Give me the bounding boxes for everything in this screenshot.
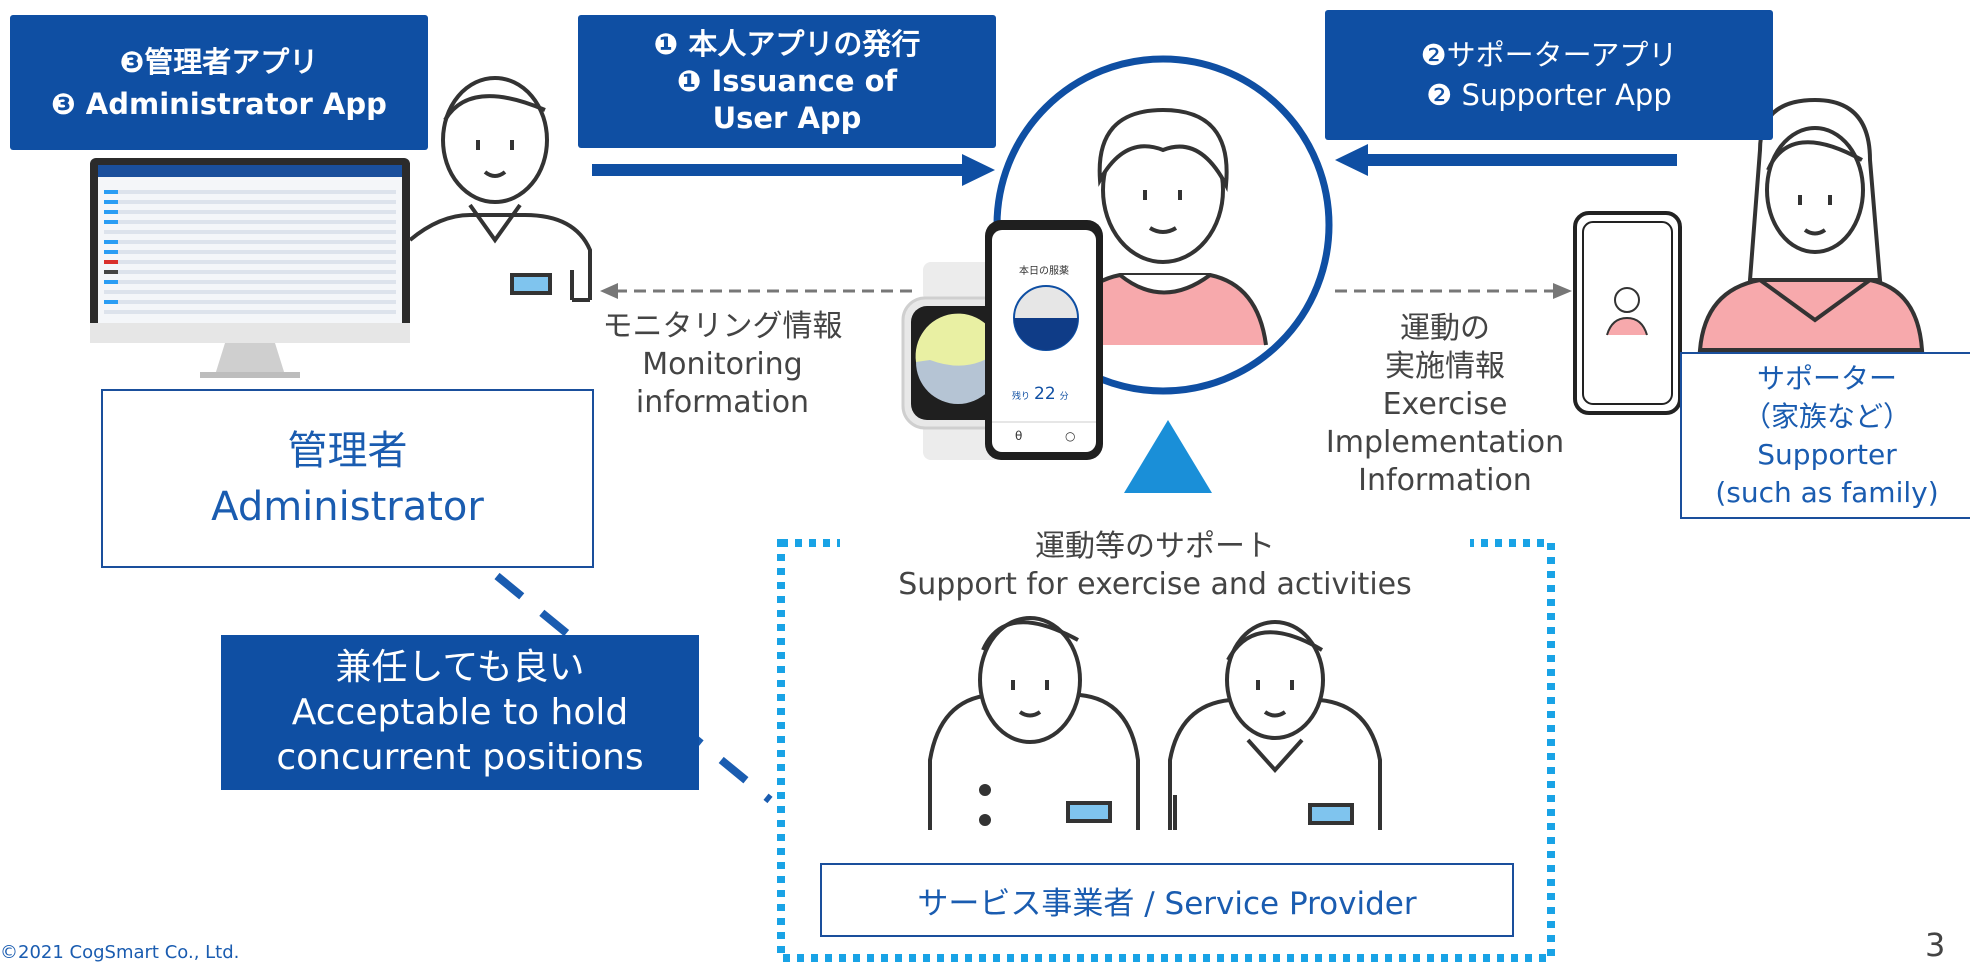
support-en: Support for exercise and activities xyxy=(898,567,1412,602)
supporter-family-ja: （家族など） xyxy=(1742,399,1911,433)
supporter-arrow xyxy=(1335,144,1677,176)
monitoring-dashed-arrow xyxy=(600,283,912,299)
phone-remaining-label: 残り xyxy=(1012,392,1031,402)
page-number: 3 xyxy=(1925,926,1946,964)
exercise-info-ja-2: 実施情報 xyxy=(1385,349,1505,384)
supporter-phone-illustration xyxy=(1573,211,1682,415)
supporter-app-title-ja: ❷サポーターアプリ xyxy=(1420,38,1678,72)
exercise-info-ja-1: 運動の xyxy=(1400,311,1490,346)
user-phone-illustration: θ ○ xyxy=(985,220,1103,460)
admin-app-title-en: ❸ Administrator App xyxy=(51,86,387,121)
svg-text:θ: θ xyxy=(1015,429,1022,443)
admin-app-title-ja: ❸管理者アプリ xyxy=(119,44,319,79)
supporter-app-box: ❷サポーターアプリ ❷ Supporter App xyxy=(1325,10,1773,140)
exercise-info-en-2: Implementation xyxy=(1325,425,1565,460)
monitoring-label-ja: モニタリング情報 xyxy=(602,309,843,344)
user-app-title-en-1: ❶ Issuance of xyxy=(676,64,898,98)
concurrent-positions-box: 兼任しても良い Acceptable to hold concurrent po… xyxy=(221,635,699,790)
staff-illustration xyxy=(1168,620,1382,830)
up-triangle xyxy=(1124,420,1212,493)
service-provider-label: サービス事業者 / Service Provider xyxy=(917,885,1417,922)
support-ja: 運動等のサポート xyxy=(1035,529,1275,564)
concurrent-en-1: Acceptable to hold xyxy=(291,692,629,733)
phone-remaining-value: 22 xyxy=(1034,384,1056,404)
phone-title: 本日の服薬 xyxy=(1019,266,1069,277)
concurrent-ja: 兼任しても良い xyxy=(335,647,585,688)
monitoring-label: モニタリング情報 Monitoring information xyxy=(585,308,860,422)
supporter-box: サポーター （家族など） Supporter (such as family) xyxy=(1680,352,1970,519)
nurse-staff-illustration xyxy=(928,616,1140,830)
supporter-person-illustration xyxy=(1697,97,1925,352)
support-label: 運動等のサポート Support for exercise and activi… xyxy=(840,528,1470,604)
admin-app-box: ❸管理者アプリ ❸ Administrator App xyxy=(10,15,428,150)
exercise-info-en-1: Exercise xyxy=(1382,387,1508,422)
svg-text:○: ○ xyxy=(1065,429,1075,443)
service-provider-box: サービス事業者 / Service Provider xyxy=(820,863,1514,937)
monitoring-label-en-1: Monitoring xyxy=(642,347,803,382)
user-app-box: ❶ 本人アプリの発行 ❶ Issuance of User App xyxy=(578,15,996,148)
administrator-ja: 管理者 xyxy=(287,427,408,474)
copyright: ©2021 CogSmart Co., Ltd. xyxy=(0,942,240,963)
issuance-arrow xyxy=(592,154,995,186)
supporter-app-title-en: ❷ Supporter App xyxy=(1426,78,1672,112)
administrator-box: 管理者 Administrator xyxy=(101,389,594,568)
exercise-info-label: 運動の 実施情報 Exercise Implementation Informa… xyxy=(1300,310,1590,500)
phone-remaining-unit: 分 xyxy=(1059,392,1069,402)
supporter-en: Supporter xyxy=(1757,437,1897,471)
user-app-title-en-2: User App xyxy=(712,101,862,135)
supporter-ja: サポーター xyxy=(1756,361,1897,395)
exercise-dashed-arrow xyxy=(1335,283,1572,299)
admin-person-illustration xyxy=(408,76,592,302)
concurrent-en-2: concurrent positions xyxy=(276,737,644,778)
admin-monitor-illustration xyxy=(90,158,410,378)
supporter-family-en: (such as family) xyxy=(1715,475,1939,509)
user-app-title-ja: ❶ 本人アプリの発行 xyxy=(653,27,921,61)
phone-remaining: 残り 22 分 xyxy=(1012,384,1092,404)
exercise-info-en-3: Information xyxy=(1358,463,1532,498)
monitoring-label-en-2: information xyxy=(635,385,810,420)
administrator-en: Administrator xyxy=(211,483,484,530)
